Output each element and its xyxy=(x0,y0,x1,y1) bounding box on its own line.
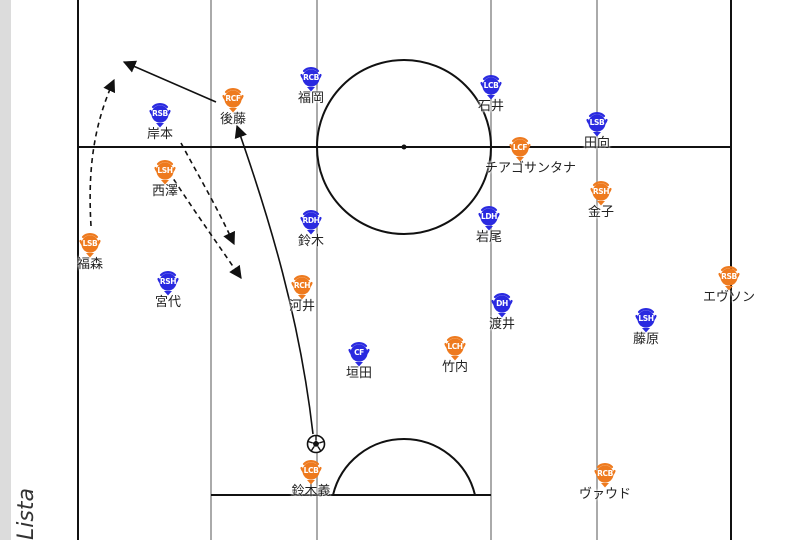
player-marker-icon: DH xyxy=(489,292,515,318)
player-marker-icon: RCF xyxy=(220,87,246,113)
player-marker-icon: LSB xyxy=(77,232,103,258)
player-marker-icon: RDH xyxy=(298,209,324,235)
run-arrow-dashed xyxy=(168,171,242,280)
player-name: ヴァウド xyxy=(578,487,631,502)
player-name: 岩尾 xyxy=(475,230,502,245)
player-name: 石井 xyxy=(477,99,504,114)
side-label: Lista xyxy=(14,488,39,540)
player-name: 宮代 xyxy=(154,295,181,310)
player-marker-icon: RCB xyxy=(592,462,618,488)
pass-arrow xyxy=(234,124,314,435)
player-marker-icon: RSB xyxy=(716,265,742,291)
player-marker: RCB 福岡 xyxy=(276,66,346,107)
player-name: 岸本 xyxy=(146,127,173,142)
position-label: LSH xyxy=(157,166,173,175)
soccer-ball-icon xyxy=(306,434,326,458)
position-label: LCB xyxy=(483,81,499,90)
player-marker: LCH 竹内 xyxy=(420,335,490,376)
player-marker: LDH 岩尾 xyxy=(454,205,524,246)
player-marker: CF 垣田 xyxy=(324,341,394,382)
player-name: 垣田 xyxy=(345,366,372,381)
player-marker-icon: RCH xyxy=(289,274,315,300)
player-marker: RCH 河井 xyxy=(267,274,337,315)
position-label: CF xyxy=(354,348,364,357)
position-label: LSB xyxy=(589,118,605,127)
position-label: DH xyxy=(496,299,508,308)
player-name: 藤原 xyxy=(632,332,659,347)
player-marker-icon: RSH xyxy=(588,180,614,206)
player-name: 竹内 xyxy=(441,360,468,375)
player-marker-icon: LCF xyxy=(507,136,533,162)
lane-lines xyxy=(210,0,598,540)
position-label: RCH xyxy=(293,281,311,290)
player-name: 田向 xyxy=(583,136,610,151)
player-marker: RSH 宮代 xyxy=(133,270,203,311)
player-name: チアゴサンタナ xyxy=(485,161,577,176)
player-marker: DH 渡井 xyxy=(467,292,537,333)
position-label: LCB xyxy=(303,466,319,475)
player-marker: LCF チアゴサンタナ xyxy=(485,136,577,177)
sideline-strip xyxy=(0,0,11,540)
player-marker-icon: LCB xyxy=(478,74,504,100)
player-marker: LSH 西澤 xyxy=(130,159,200,200)
player-marker: LCB 鈴木義 xyxy=(276,459,346,500)
player-marker-icon: LCH xyxy=(442,335,468,361)
player-marker: RCB ヴァウド xyxy=(570,462,640,503)
center-spot xyxy=(401,144,407,150)
player-name: 福森 xyxy=(76,257,103,272)
player-marker: LSB 福森 xyxy=(55,232,125,273)
player-marker: RSB エヴソン xyxy=(694,265,764,306)
center-circle xyxy=(316,59,492,235)
player-marker-icon: LCB xyxy=(298,459,324,485)
position-label: RCF xyxy=(225,94,241,103)
player-name: 渡井 xyxy=(488,317,515,332)
position-label: LSH xyxy=(638,314,654,323)
player-marker-icon: LSH xyxy=(633,307,659,333)
position-label: RCB xyxy=(303,73,319,82)
position-label: LDH xyxy=(480,212,498,221)
player-marker: LSH 藤原 xyxy=(611,307,681,348)
player-marker: RSB 岸本 xyxy=(125,102,195,143)
player-marker-icon: RSH xyxy=(155,270,181,296)
player-name: 河井 xyxy=(288,299,315,314)
player-marker-icon: LSB xyxy=(584,111,610,137)
player-name: 後藤 xyxy=(219,112,246,127)
player-name: 福岡 xyxy=(297,91,324,106)
player-marker-icon: LDH xyxy=(476,205,502,231)
penalty-arc xyxy=(332,437,476,496)
player-marker-icon: RCB xyxy=(298,66,324,92)
position-label: RSH xyxy=(159,277,177,286)
position-label: RSB xyxy=(152,109,168,118)
player-marker: RDH 鈴木 xyxy=(276,209,346,250)
player-name: 金子 xyxy=(587,205,614,220)
position-label: LSB xyxy=(82,239,98,248)
player-name: 鈴木 xyxy=(297,234,324,249)
position-label: LCF xyxy=(512,143,528,152)
player-marker-icon: LSH xyxy=(152,159,178,185)
position-label: LCH xyxy=(447,342,463,351)
player-marker-icon: RSB xyxy=(147,102,173,128)
player-marker: LCB 石井 xyxy=(456,74,526,115)
player-name: エヴソン xyxy=(702,290,755,305)
player-name: 西澤 xyxy=(151,184,178,199)
player-marker: RSH 金子 xyxy=(566,180,636,221)
player-name: 鈴木義 xyxy=(291,484,331,499)
player-marker-icon: CF xyxy=(346,341,372,367)
run-arrow xyxy=(122,60,217,103)
position-label: RSH xyxy=(592,187,610,196)
position-label: RSB xyxy=(721,272,737,281)
position-label: RCB xyxy=(597,469,613,478)
run-arrow-dashed xyxy=(180,142,235,246)
run-arrow-dashed xyxy=(89,78,116,227)
position-label: RDH xyxy=(302,216,320,225)
player-marker: RCF 後藤 xyxy=(198,87,268,128)
player-marker: LSB 田向 xyxy=(562,111,632,152)
